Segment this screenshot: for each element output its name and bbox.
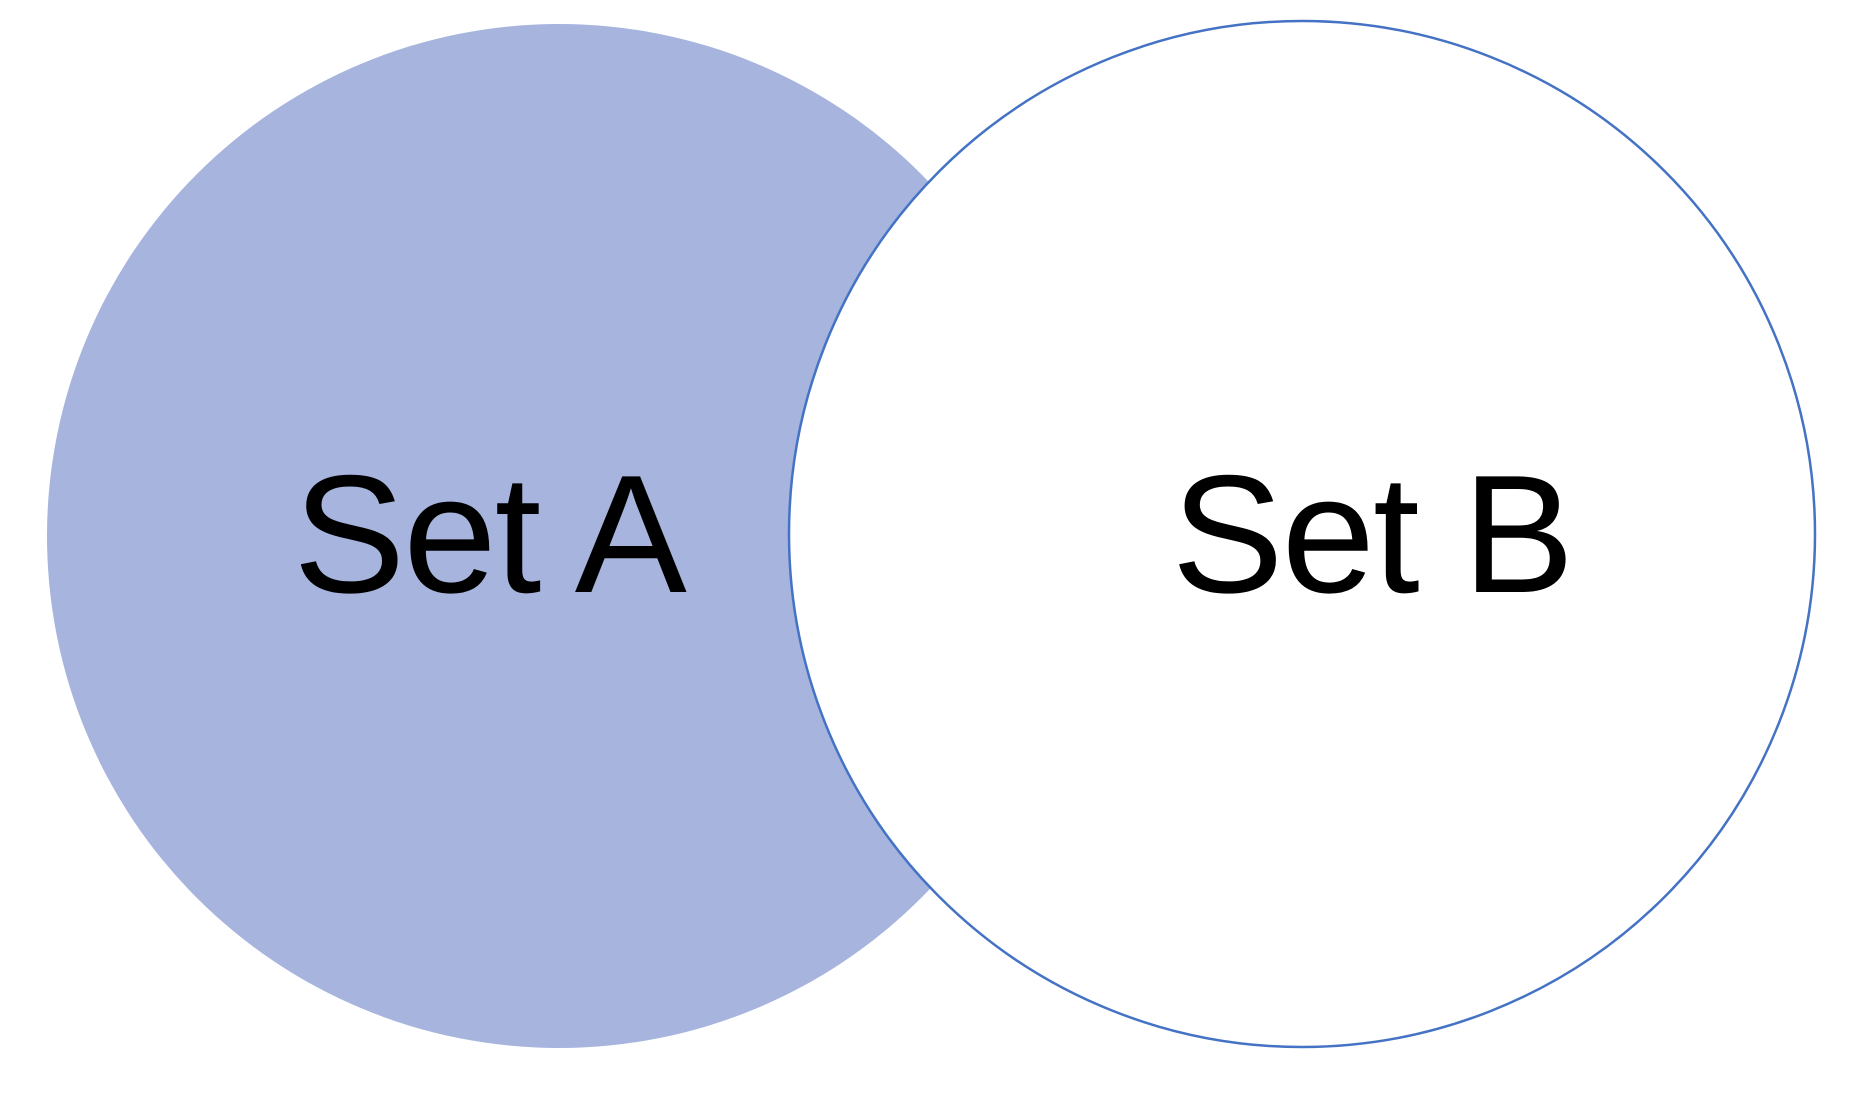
set-a-circle xyxy=(47,24,1071,1048)
set-b-circle xyxy=(787,19,1817,1049)
set-a-label: Set A xyxy=(293,440,687,628)
set-b-label: Set B xyxy=(1172,440,1573,628)
